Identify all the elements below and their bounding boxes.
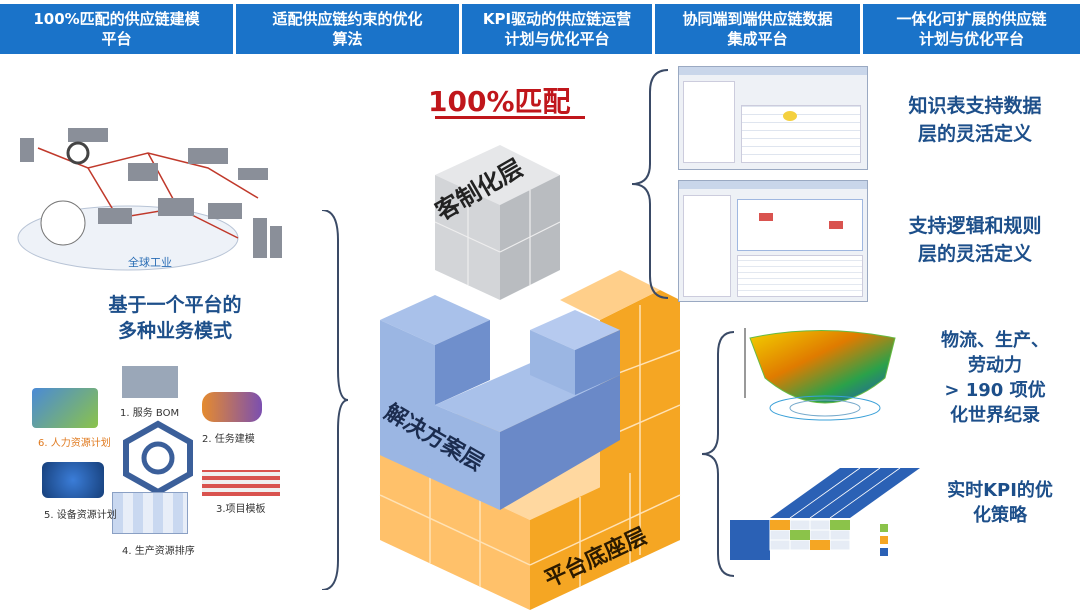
- right-text-3: 物流、生产、 劳动力 > 190 项优 化世界纪录: [920, 328, 1070, 428]
- module-2-label: 2. 任务建模: [202, 434, 255, 445]
- header-cell-4-line2: 集成平台: [727, 30, 788, 48]
- platform-text-line2: 多种业务模式: [117, 320, 232, 342]
- header-cell-2-line2: 算法: [332, 30, 363, 48]
- header-cell-5-line2: 计划与优化平台: [918, 30, 1024, 48]
- module-icon-3: [202, 470, 280, 496]
- right-text-1-line2: 层的灵活定义: [917, 123, 1032, 145]
- center-title-underline: [435, 116, 585, 119]
- module-icon-5: [42, 462, 104, 498]
- header-cell-1-line1: 100%匹配的供应链建模: [33, 10, 200, 28]
- right-text-1: 知识表支持数据 层的灵活定义: [880, 92, 1070, 148]
- header-cell-2-line1: 适配供应链约束的优化: [272, 10, 423, 28]
- module-icon-2: [202, 392, 262, 422]
- screenshot-logic-rules: [678, 180, 868, 302]
- kpi-table-illustration: [730, 467, 920, 560]
- screenshot-knowledge-table: [678, 66, 868, 170]
- right-text-3-line4: 化世界纪录: [950, 405, 1040, 426]
- custom-layer-block: [434, 145, 561, 300]
- module-icon-1: [122, 366, 178, 398]
- module-4-label: 4. 生产资源排序: [122, 546, 195, 557]
- map-caption: 全球工业: [128, 255, 172, 269]
- module-5-label: 5. 设备资源计划: [44, 510, 117, 521]
- right-text-3-line1: 物流、生产、: [941, 330, 1049, 351]
- surface-plot-illustration: [744, 328, 896, 421]
- platform-text-line1: 基于一个平台的: [108, 294, 242, 316]
- header-cell-2: 适配供应链约束的优化算法: [236, 4, 459, 54]
- header-cell-1-line2: 平台: [101, 30, 132, 48]
- header-cell-5-line1: 一体化可扩展的供应链: [896, 10, 1047, 28]
- header-cell-1: 100%匹配的供应链建模平台: [0, 4, 233, 54]
- center-logo-icon: [123, 420, 193, 496]
- global-industry-map: 全球工业: [17, 128, 282, 271]
- right-top-brace: [631, 69, 668, 299]
- header-cell-4: 协同端到端供应链数据集成平台: [655, 4, 860, 54]
- right-text-2-line2: 层的灵活定义: [917, 243, 1032, 265]
- module-icon-4: [112, 492, 188, 534]
- header-cell-3-line1: KPI驱动的供应链运营: [482, 10, 632, 28]
- right-text-3-line3: > 190 项优: [944, 380, 1046, 401]
- right-text-1-line1: 知识表支持数据: [908, 95, 1042, 117]
- right-text-3-line2: 劳动力: [968, 355, 1022, 376]
- right-text-4: 实时KPI的优 化策略: [930, 478, 1070, 528]
- header-cell-3: KPI驱动的供应链运营计划与优化平台: [462, 4, 652, 54]
- right-text-4-line1: 实时KPI的优: [947, 480, 1053, 501]
- header-cell-4-line1: 协同端到端供应链数据: [682, 10, 833, 28]
- module-icon-6: [32, 388, 98, 428]
- right-bottom-brace: [701, 331, 734, 577]
- header-bar: 100%匹配的供应链建模平台 适配供应链约束的优化算法 KPI驱动的供应链运营计…: [0, 0, 1080, 58]
- left-brace: [321, 210, 348, 590]
- right-text-2-line1: 支持逻辑和规则: [908, 215, 1042, 237]
- platform-text: 基于一个平台的 多种业务模式: [55, 292, 295, 344]
- module-3-label: 3.项目模板: [216, 504, 266, 515]
- module-6-label: 6. 人力资源计划: [38, 438, 111, 449]
- header-cell-3-line2: 计划与优化平台: [504, 30, 610, 48]
- right-text-2: 支持逻辑和规则 层的灵活定义: [880, 212, 1070, 268]
- module-1-label: 1. 服务 BOM: [120, 408, 180, 419]
- cube-diagram: [379, 145, 681, 610]
- modules-wheel: 1. 服务 BOM 2. 任务建模 3.项目模板 4. 生产资源排序 5. 设备…: [22, 362, 312, 602]
- solution-layer-block: [380, 295, 620, 510]
- header-cell-5: 一体化可扩展的供应链计划与优化平台: [863, 4, 1080, 54]
- right-text-4-line2: 化策略: [973, 505, 1027, 526]
- center-title: 100%匹配: [428, 85, 571, 118]
